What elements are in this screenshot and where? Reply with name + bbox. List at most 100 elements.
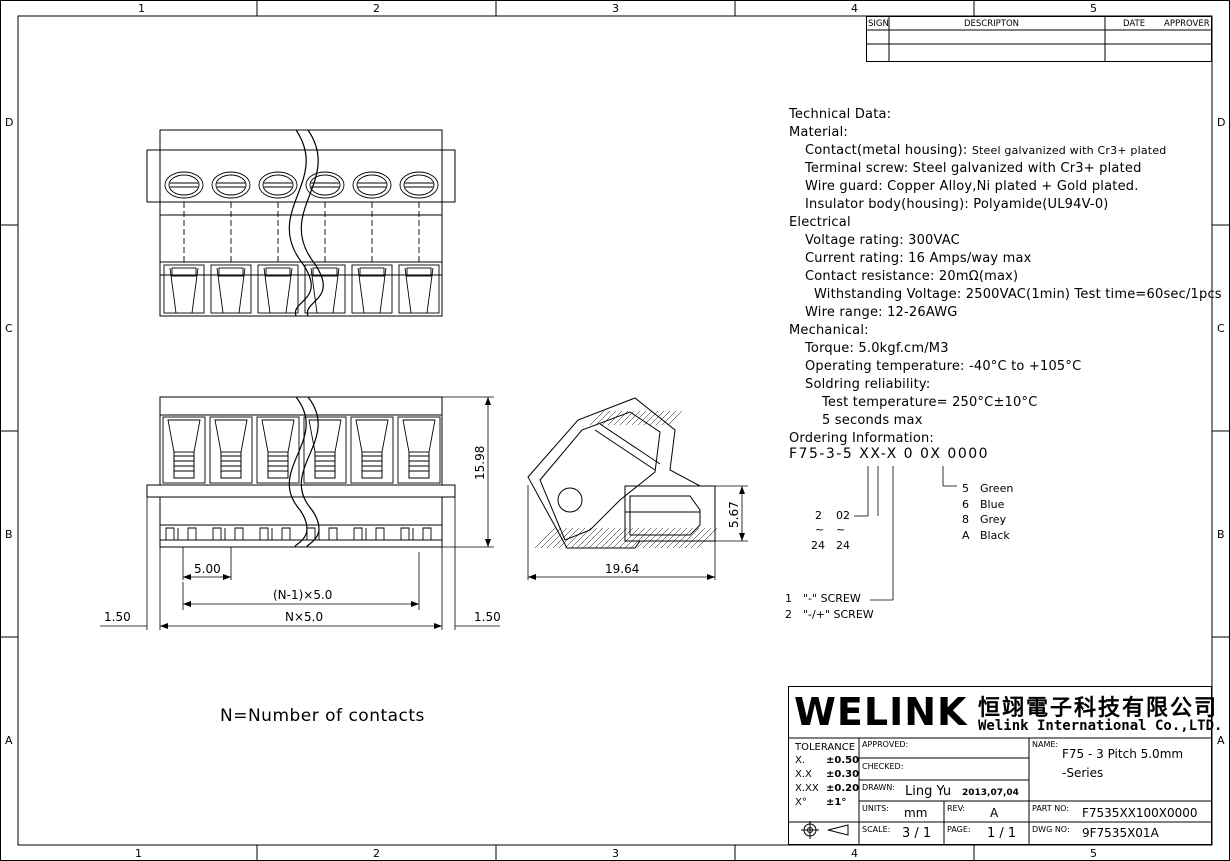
technical-line: Mechanical: [789, 322, 1219, 340]
pin [353, 527, 363, 540]
front-view-break-line-2 [300, 396, 320, 548]
rev-label: REV: [947, 804, 966, 813]
pin [165, 527, 175, 540]
screw-head [305, 171, 345, 199]
product-name-line2: -Series [1062, 766, 1104, 780]
dimension-arrows [160, 397, 491, 629]
color-name: Black [980, 528, 1010, 542]
front-view-pole [303, 416, 347, 540]
technical-line: Torque: 5.0kgf.cm/M3 [789, 340, 1219, 358]
tolerance-label: X.XX [795, 783, 819, 794]
drawn-name: Ling Yu [905, 784, 952, 799]
technical-line: Test temperature= 250°C±10°C [789, 394, 1219, 412]
position-max: 24 [811, 539, 825, 552]
checked-label: CHECKED: [862, 762, 904, 771]
side-view-hatching [534, 410, 718, 549]
wire-entry [304, 264, 346, 314]
dim-right-margin: 1.50 [474, 610, 501, 624]
col-label-3: 3 [612, 2, 619, 15]
tolerance-value: ±0.50 [826, 755, 860, 766]
top-view-cells [163, 171, 440, 314]
units-value: mm [904, 806, 928, 820]
tolerance-value: ±1° [826, 797, 847, 808]
tolerance-value: ±0.20 [826, 783, 860, 794]
wire-opening [350, 416, 394, 484]
technical-line: Ordering Information: [789, 430, 1219, 448]
technical-line: Contact resistance: 20mΩ(max) [789, 268, 1219, 286]
top-view-pole [257, 171, 299, 314]
col-label-5-bottom: 5 [1090, 847, 1097, 860]
technical-line: Withstanding Voltage: 2500VAC(1min) Test… [789, 286, 1222, 304]
page-label: PAGE: [947, 825, 971, 834]
row-label-a-right: A [1217, 734, 1225, 747]
front-view-pole [209, 416, 253, 540]
col-label-1-bottom: 1 [135, 847, 142, 860]
technical-line: Voltage rating: 300VAC [789, 232, 1219, 250]
color-code: 8 [962, 513, 969, 526]
screw-head [352, 171, 392, 199]
technical-line-text: Test temperature= 250°C±10°C [822, 395, 1038, 410]
col-label-1: 1 [138, 2, 145, 15]
top-view-pole [304, 171, 346, 314]
technical-line-text: 5 seconds max [822, 413, 923, 428]
color-code: 5 [962, 482, 969, 495]
color-name: Blue [980, 497, 1005, 511]
dim-height: 15.98 [473, 446, 487, 480]
page-value: 1 / 1 [987, 826, 1017, 841]
tolerance-label: X. [795, 755, 806, 766]
row-label-a: A [5, 734, 13, 747]
product-name-line1: F75 - 3 Pitch 5.0mm [1062, 747, 1184, 761]
col-label-2: 2 [373, 2, 380, 15]
technical-line: Insulator body(housing): Polyamide(UL94V… [789, 196, 1219, 214]
technical-line-text: Withstanding Voltage: 2500VAC(1min) Test… [814, 287, 1222, 302]
tolerance-label: X.X [795, 769, 812, 780]
screw-code: 1 [785, 592, 792, 605]
technical-line: Terminal screw: Steel galvanized with Cr… [789, 160, 1219, 178]
dim-left-margin: 1.50 [104, 610, 131, 624]
color-name: Green [980, 482, 1014, 495]
row-label-c: C [5, 322, 13, 335]
position-tilde: ~ [815, 523, 825, 536]
pin [259, 527, 269, 540]
row-label-c-right: C [1217, 322, 1225, 335]
screw-head [258, 171, 298, 199]
technical-line-text: Soldring reliability: [805, 377, 931, 392]
position-max-code: 24 [836, 539, 850, 552]
technical-line-text: Insulator body(housing): Polyamide(UL94V… [805, 197, 1109, 212]
technical-line-text: Material: [789, 125, 848, 140]
technical-line-text: Current rating: 16 Amps/way max [805, 251, 1032, 266]
screw-head [164, 171, 204, 199]
technical-line-text: Ordering Information: [789, 431, 935, 446]
technical-line-text: Voltage rating: 300VAC [805, 233, 960, 248]
technical-line: Operating temperature: -40°C to +105°C [789, 358, 1219, 376]
pin [400, 527, 410, 540]
technical-line-text: Torque: 5.0kgf.cm/M3 [805, 341, 949, 356]
screw-name: "-" SCREW [803, 592, 861, 605]
top-view-pole [398, 171, 440, 314]
rev-header-approver: APPROVER [1164, 19, 1210, 29]
wire-opening [397, 416, 441, 484]
wire-opening [162, 416, 206, 484]
name-label: NAME: [1032, 740, 1059, 749]
top-view-break-line-2 [300, 129, 324, 317]
front-view-pole [397, 416, 441, 540]
technical-line-text: Electrical [789, 215, 851, 230]
tolerance-value: ±0.30 [826, 769, 860, 780]
technical-line-text: Operating temperature: -40°C to +105°C [805, 359, 1082, 374]
title-block [788, 686, 1212, 845]
dwg-no-label: DWG NO: [1032, 825, 1070, 834]
screw-code: 2 [785, 607, 792, 621]
position-min: 2 [815, 509, 822, 522]
dim-n-pitch: N×5.0 [285, 610, 323, 624]
screw-head [211, 171, 251, 199]
technical-line-text: Wire guard: Copper Alloy,Ni plated + Gol… [805, 179, 1139, 194]
position-tilde-code: ~ [836, 523, 846, 536]
wire-entry [257, 264, 299, 314]
approved-label: APPROVED: [862, 740, 909, 749]
technical-data: Technical Data:Material:Contact(metal ho… [789, 106, 1222, 448]
side-view-dimension-lines [527, 485, 748, 580]
front-view-dimension-lines [100, 396, 500, 630]
pin [212, 527, 222, 540]
ordering-leader-lines [854, 466, 957, 601]
technical-line-text: Wire range: 12-26AWG [805, 305, 958, 320]
